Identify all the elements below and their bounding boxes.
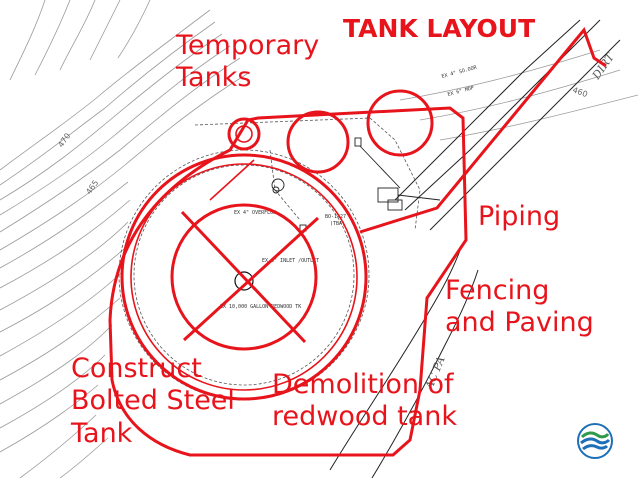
- label-construct-bolted-steel-tank: Construct Bolted Steel Tank: [71, 353, 235, 450]
- label-construct-line1: Construct: [71, 353, 202, 384]
- label-piping: Piping: [478, 201, 561, 232]
- label-fencing-and-paving: Fencing and Paving: [445, 275, 594, 340]
- demolition-x-line-1: [180, 210, 307, 344]
- note-inlet-outlet: EX 6" INLET /OUTLET: [262, 258, 319, 264]
- plan-details: [271, 137, 441, 232]
- label-demolition-line2: redwood tank: [272, 401, 457, 433]
- note-redwood-tank: EX 10,000 GALLON REDWOOD TK: [220, 304, 301, 310]
- demolition-x-line-2: [182, 216, 320, 342]
- label-temporary-tanks-line1: Temporary: [176, 30, 320, 61]
- existing-pipe-highlight: [209, 159, 255, 201]
- note-tba: (TBA): [330, 221, 345, 227]
- note-bo-1427: BO-1427: [325, 214, 346, 220]
- tank-center-dot: [234, 271, 254, 291]
- label-temporary-tanks: Temporary Tanks: [176, 30, 319, 95]
- water-wave-logo-icon: [577, 423, 613, 459]
- label-temporary-tanks-line2: Tanks: [176, 62, 252, 94]
- note-overflow: EX 4" OVERFLOW: [234, 210, 277, 216]
- label-construct-line3: Tank: [71, 417, 133, 449]
- piping-line: [359, 27, 607, 234]
- note-mdp: EX 6" MDP: [447, 85, 475, 98]
- tank-shell-inner-ring: [130, 163, 358, 391]
- new-bolted-steel-tank-outline: [120, 153, 368, 401]
- demolition-tank-circle: [170, 203, 318, 351]
- contour-label-460: 460: [571, 85, 588, 99]
- label-fencing-line1: Fencing: [445, 275, 550, 306]
- contour-label-465: 465: [84, 178, 100, 196]
- label-construct-line2: Bolted Steel: [71, 385, 235, 417]
- note-so-oor: EX 4" SO.OOR: [441, 65, 478, 80]
- red-markup-thin: [130, 125, 358, 391]
- label-demolition-redwood-tank: Demolition of redwood tank: [272, 369, 457, 434]
- temporary-tank-medium: [286, 110, 350, 174]
- label-demolition-line1: Demolition of: [272, 369, 454, 400]
- label-fencing-line2: and Paving: [445, 307, 594, 339]
- temporary-tank-small: [227, 117, 261, 151]
- red-markup: [108, 27, 607, 457]
- slide-title: TANK LAYOUT: [343, 14, 536, 43]
- temporary-tank-marker: [235, 125, 253, 143]
- temporary-tank-large: [366, 89, 434, 157]
